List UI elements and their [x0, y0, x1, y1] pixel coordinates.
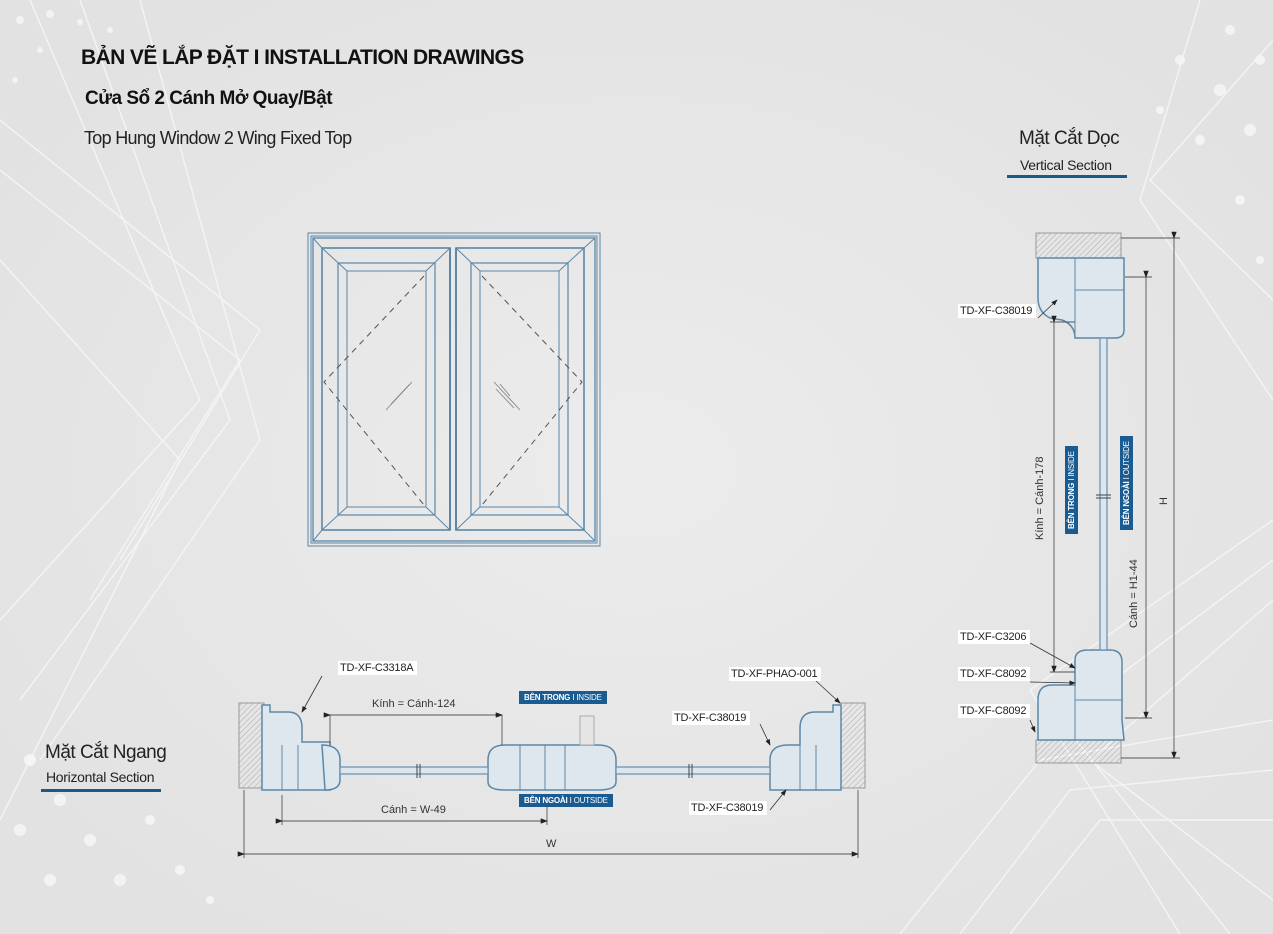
center-mullion-profile [487, 744, 617, 791]
right-frame-profile [769, 704, 842, 791]
part-label-sash-bottom: TD-XF-C3206 [958, 630, 1031, 644]
outside-badge-vn: BÊN NGOÀI [1122, 481, 1131, 525]
horizontal-section-subtitle: Horizontal Section [46, 769, 155, 785]
sash-height-label: Cánh = H1-44 [1128, 559, 1140, 628]
outside-badge-en: I OUTSIDE [1122, 441, 1131, 480]
outside-badge-horizontal: BÊN NGOÀI I OUTSIDE [519, 794, 613, 807]
outer-frame [307, 232, 601, 547]
top-wall [1035, 232, 1122, 259]
bottom-wall [1035, 739, 1122, 764]
right-sash [455, 247, 585, 531]
top-frame-profile [1037, 257, 1125, 339]
horizontal-glass [339, 766, 771, 775]
part-label-frame-bottom-1: TD-XF-C8092 [958, 667, 1031, 681]
vertical-section-subtitle: Vertical Section [1020, 157, 1112, 173]
horizontal-section-title: Mặt Cắt Ngang [45, 742, 167, 763]
part-label-top-profile: TD-XF-C38019 [958, 304, 1037, 318]
overall-height-label: H [1158, 497, 1170, 505]
page-title: BẢN VẼ LẮP ĐẶT I INSTALLATION DRAWINGS [81, 46, 524, 69]
part-label-right-flash: TD-XF-PHAO-001 [729, 667, 822, 681]
horizontal-section-underline [41, 789, 161, 792]
outside-badge-en: I OUTSIDE [569, 796, 608, 805]
left-frame-profile [261, 704, 331, 791]
right-wall [839, 702, 866, 789]
glass-height-label: Kính = Cánh-178 [1034, 456, 1046, 540]
overall-width-label: W [546, 838, 557, 850]
inside-badge-horizontal: BÊN TRONG I INSIDE [519, 691, 607, 704]
product-name-en: Top Hung Window 2 Wing Fixed Top [84, 128, 352, 148]
outside-badge-vertical: BÊN NGOÀI I OUTSIDE [1120, 436, 1133, 530]
inside-badge-en: I INSIDE [1067, 451, 1076, 481]
part-label-left-frame: TD-XF-C3318A [338, 661, 418, 675]
opening-direction-lines [323, 275, 583, 506]
inside-badge-vn: BÊN TRONG [524, 693, 571, 702]
part-label-right-sash-bottom: TD-XF-C38019 [689, 801, 768, 815]
inside-badge-en: I INSIDE [572, 693, 602, 702]
bottom-frame-profile [1037, 649, 1125, 741]
horizontal-section-drawing [237, 675, 866, 858]
inside-badge-vn: BÊN TRONG [1067, 482, 1076, 529]
inside-badge-vertical: BÊN TRONG I INSIDE [1065, 446, 1078, 534]
part-label-frame-bottom-2: TD-XF-C8092 [958, 704, 1031, 718]
left-sash [321, 247, 451, 531]
window-elevation [307, 232, 601, 547]
glass-reflection-marks [385, 381, 521, 411]
sash-width-label: Cánh = W-49 [381, 804, 446, 816]
part-label-right-sash-top: TD-XF-C38019 [672, 711, 751, 725]
product-name-vn: Cửa Sổ 2 Cánh Mở Quay/Bật [85, 88, 333, 109]
vertical-section-drawing [1029, 231, 1180, 764]
vertical-glass [1099, 337, 1108, 651]
left-wall [238, 702, 265, 789]
outside-badge-vn: BÊN NGOÀI [524, 796, 568, 805]
vertical-section-title: Mặt Cắt Dọc [1019, 128, 1120, 149]
glass-width-label: Kính = Cánh-124 [372, 698, 456, 710]
vertical-section-underline [1007, 175, 1127, 178]
